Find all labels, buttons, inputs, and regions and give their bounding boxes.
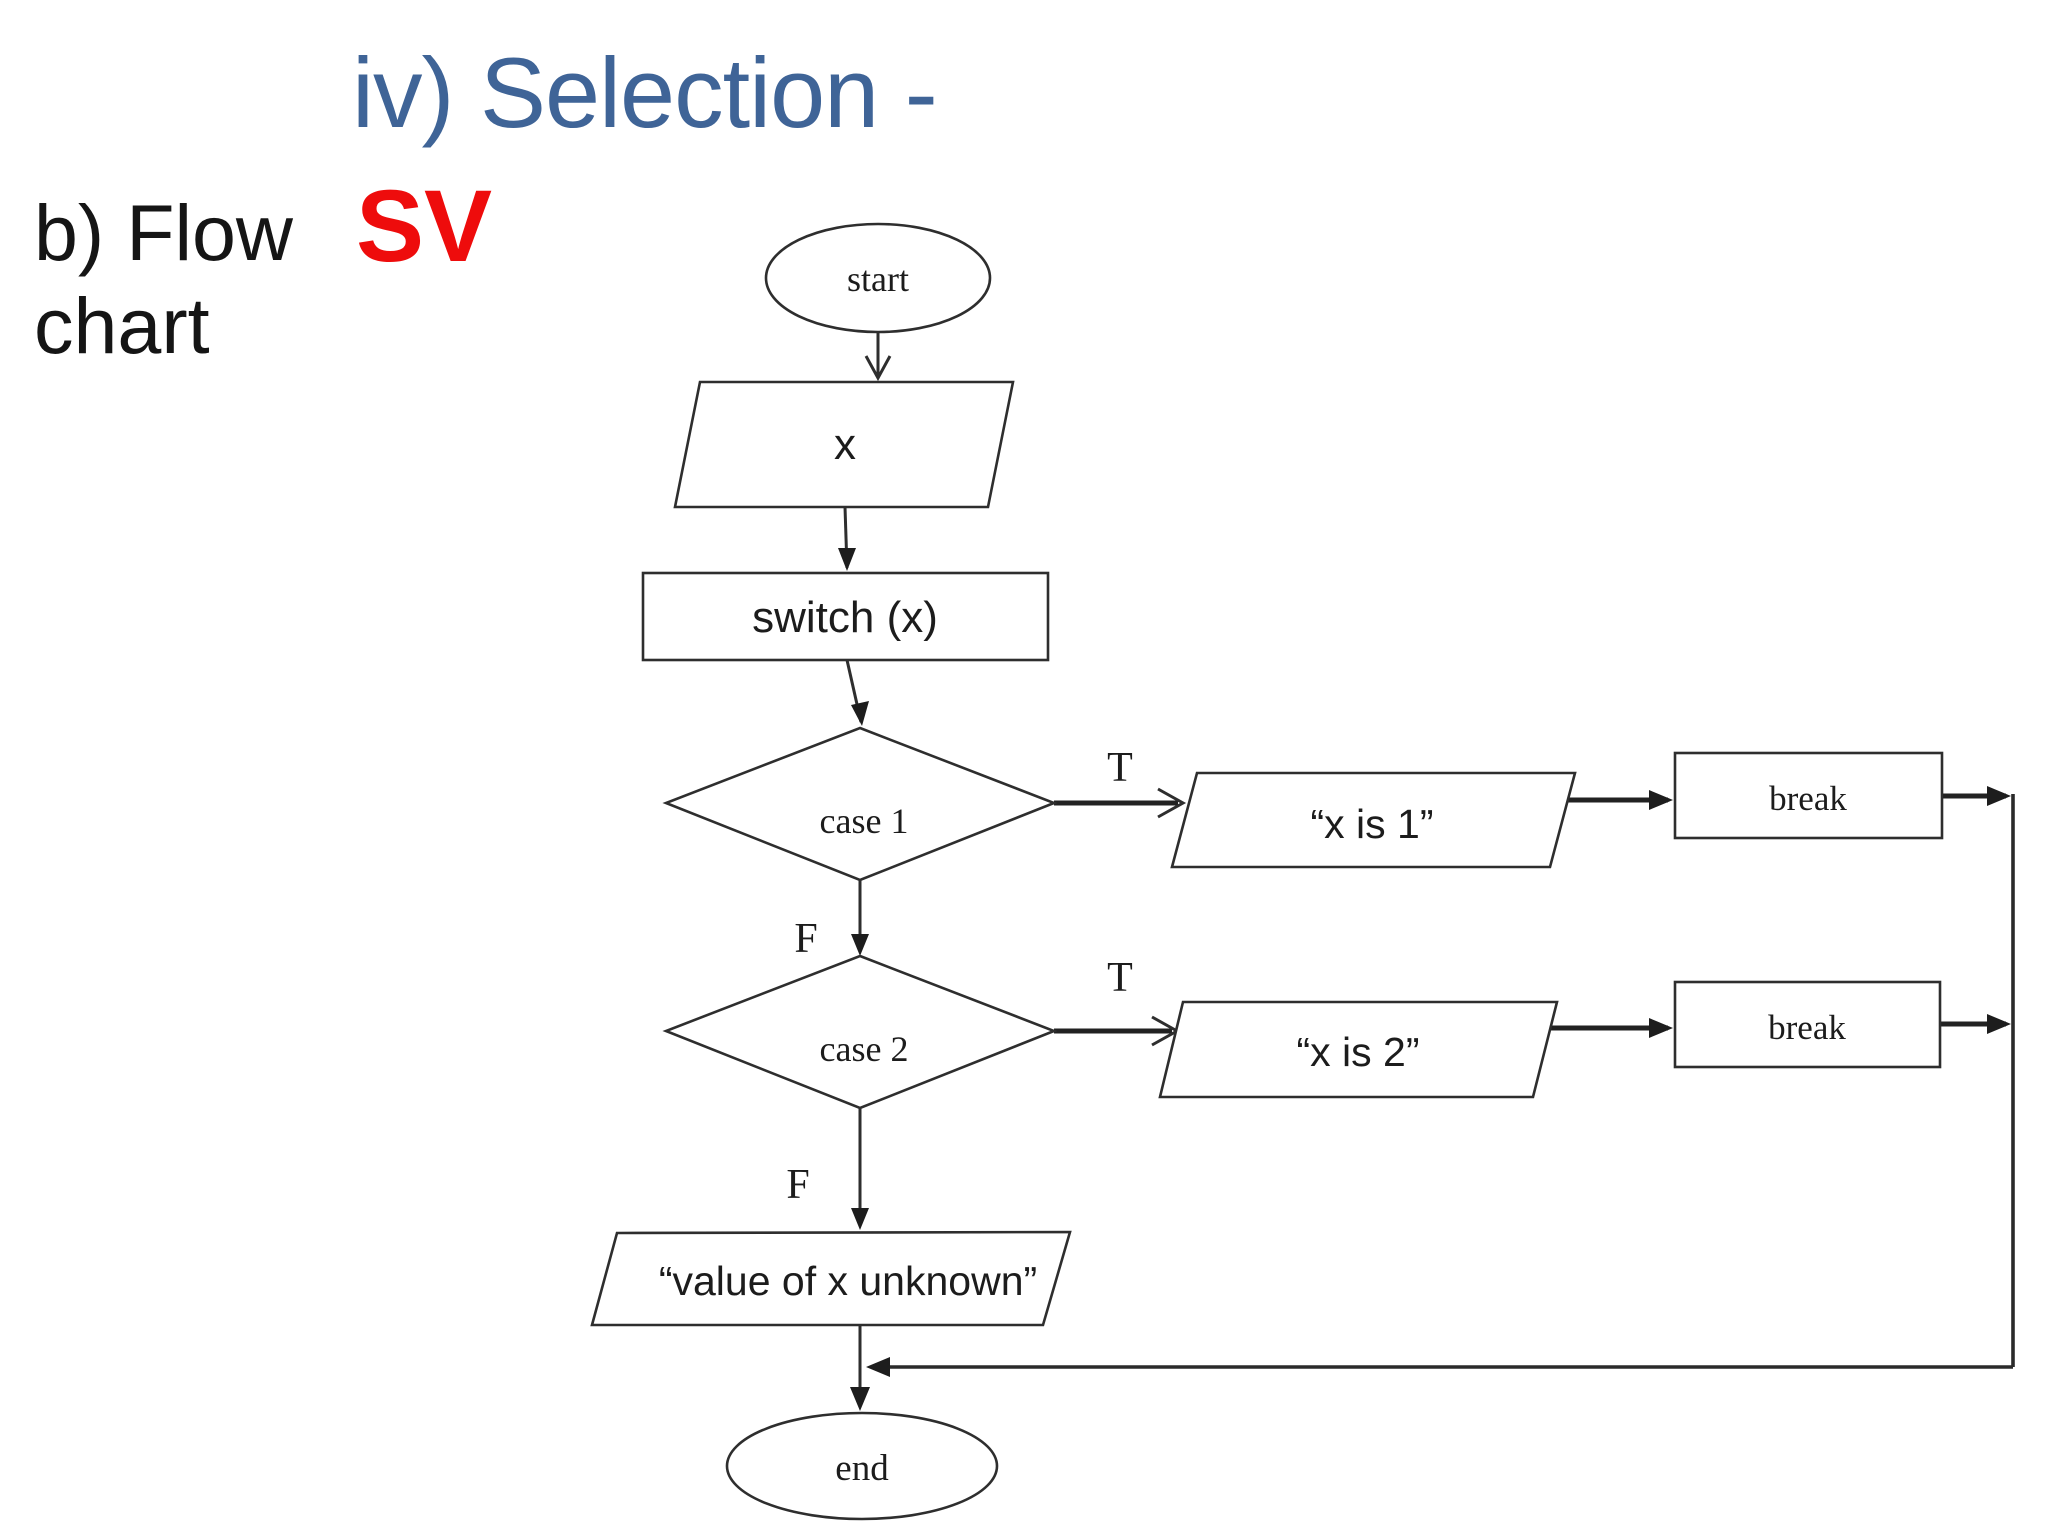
start-terminator (764, 222, 992, 334)
case2-label: case 2 (820, 1029, 909, 1069)
arrowhead-icon (864, 355, 892, 382)
end-label: end (835, 1448, 889, 1489)
end-terminator (725, 1411, 999, 1521)
case1-label: case 1 (820, 801, 909, 841)
break1-label: break (1769, 779, 1847, 818)
input-parallelogram (673, 380, 1015, 509)
side-label-line2: chart (34, 281, 210, 371)
arrowhead-icon (850, 1387, 870, 1411)
arrowhead-icon (851, 1208, 869, 1230)
red-annotation: SV (356, 169, 493, 283)
case2-decision-diamond (662, 954, 1058, 1110)
arrowhead-icon (866, 1357, 890, 1377)
arrowhead-icon (1987, 786, 2011, 806)
default-output-parallelogram (590, 1230, 1072, 1327)
output2-parallelogram (1158, 1000, 1559, 1099)
arrowhead-icon (1987, 1014, 2011, 1034)
break2-label: break (1768, 1008, 1846, 1047)
true2-label: T (1107, 955, 1133, 1001)
switch-process-box (641, 571, 1050, 662)
case1-decision-diamond (662, 726, 1058, 882)
output1-label: “x is 1” (1311, 801, 1434, 847)
input-label: x (834, 420, 856, 469)
arrowhead-icon (838, 548, 856, 571)
page-title: iv) Selection - (352, 37, 938, 148)
side-label: b) Flow chart (34, 186, 293, 372)
default-output-label: “value of x unknown” (659, 1258, 1037, 1304)
start-label: start (847, 259, 909, 299)
break2-process-box (1673, 980, 1942, 1069)
arrowhead-icon (1157, 787, 1187, 819)
true1-label: T (1107, 745, 1133, 791)
false2-label: F (786, 1162, 809, 1208)
output1-parallelogram (1170, 771, 1577, 869)
false1-label: F (794, 916, 817, 962)
output2-label: “x is 2” (1297, 1029, 1420, 1075)
side-label-line1: b) Flow (34, 188, 293, 277)
break1-process-box (1673, 751, 1944, 840)
arrowhead-icon (1649, 1018, 1673, 1038)
arrowhead-icon (851, 701, 869, 726)
switch-label: switch (x) (752, 593, 938, 642)
arrowhead-icon (851, 934, 869, 956)
arrowhead-icon (1649, 790, 1673, 810)
